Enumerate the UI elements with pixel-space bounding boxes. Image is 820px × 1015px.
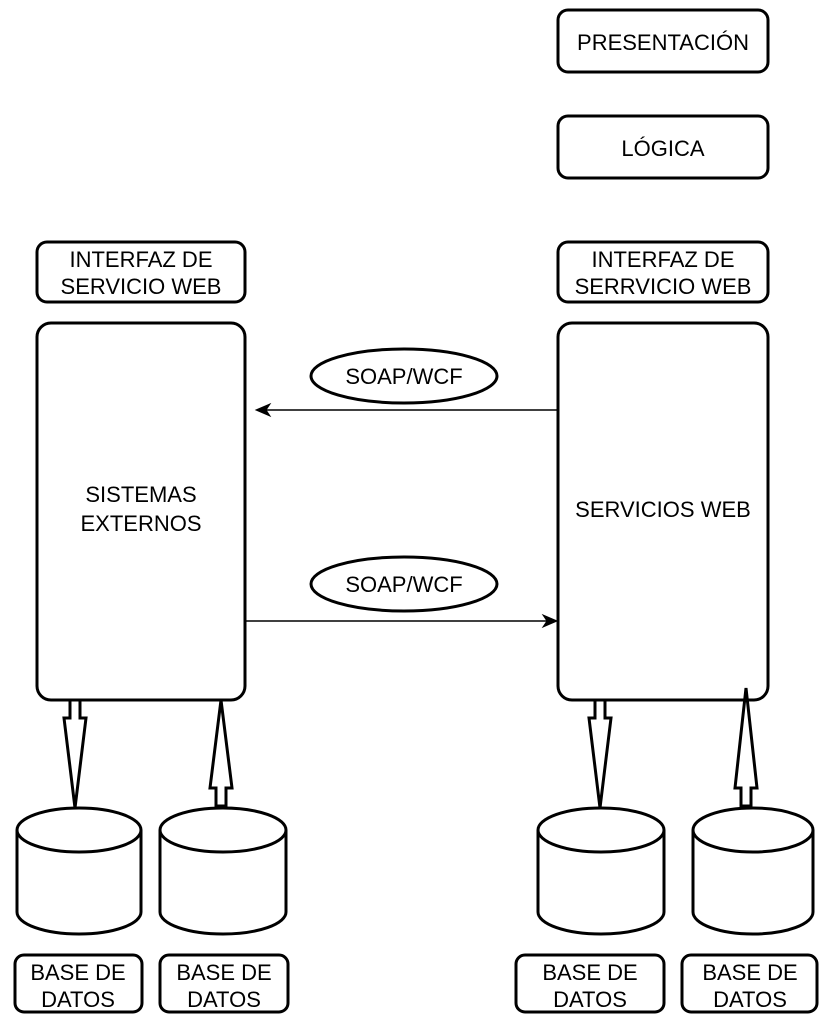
soap-top-node: SOAP/WCF [309, 347, 499, 405]
arrow-external-to-services [245, 613, 559, 629]
db-label-3: BASE DE DATOS [514, 953, 666, 1014]
servicios-web-label: SERVICIOS WEB [575, 497, 751, 522]
interfaz-left-line2: SERVICIO WEB [61, 274, 222, 299]
interfaz-right-line1: INTERFAZ DE [591, 247, 734, 272]
presentacion-node: PRESENTACIÓN [556, 8, 770, 74]
db-label-2-line2: DATOS [187, 987, 261, 1012]
soap-bottom-label: SOAP/WCF [345, 572, 462, 597]
block-arrow-down-right [587, 698, 613, 809]
db-label-2-line1: BASE DE [176, 960, 271, 985]
interfaz-left-node: INTERFAZ DE SERVICIO WEB [35, 240, 247, 304]
db-label-1-line1: BASE DE [30, 960, 125, 985]
logica-node: LÓGICA [556, 114, 770, 180]
block-arrow-up-right [733, 687, 759, 808]
database-icon [536, 806, 666, 936]
interfaz-right-node: INTERFAZ DE SERRVICIO WEB [556, 240, 770, 304]
interfaz-right-line2: SERRVICIO WEB [575, 274, 752, 299]
db-label-4: BASE DE DATOS [680, 953, 819, 1014]
sistemas-externos-node: SISTEMAS EXTERNOS [35, 321, 247, 702]
db-label-4-line1: BASE DE [702, 960, 797, 985]
database-icon [15, 806, 143, 936]
db-label-3-line2: DATOS [553, 987, 627, 1012]
interfaz-left-line1: INTERFAZ DE [69, 247, 212, 272]
db-label-1-line2: DATOS [41, 987, 115, 1012]
db-label-1: BASE DE DATOS [13, 953, 144, 1014]
db-label-2: BASE DE DATOS [158, 953, 290, 1014]
presentacion-label: PRESENTACIÓN [577, 30, 749, 55]
logica-label: LÓGICA [621, 136, 704, 161]
soap-bottom-node: SOAP/WCF [309, 555, 499, 613]
block-arrow-up-left [208, 699, 234, 808]
sistemas-externos-line1: SISTEMAS [85, 482, 196, 507]
block-arrow-down-left [62, 698, 88, 809]
db-label-3-line1: BASE DE [542, 960, 637, 985]
arrow-services-to-external [254, 402, 558, 418]
soap-top-label: SOAP/WCF [345, 364, 462, 389]
sistemas-externos-line2: EXTERNOS [80, 511, 201, 536]
db-label-4-line2: DATOS [713, 987, 787, 1012]
database-icon [691, 806, 815, 936]
servicios-web-node: SERVICIOS WEB [556, 321, 770, 702]
database-icon [158, 806, 288, 936]
